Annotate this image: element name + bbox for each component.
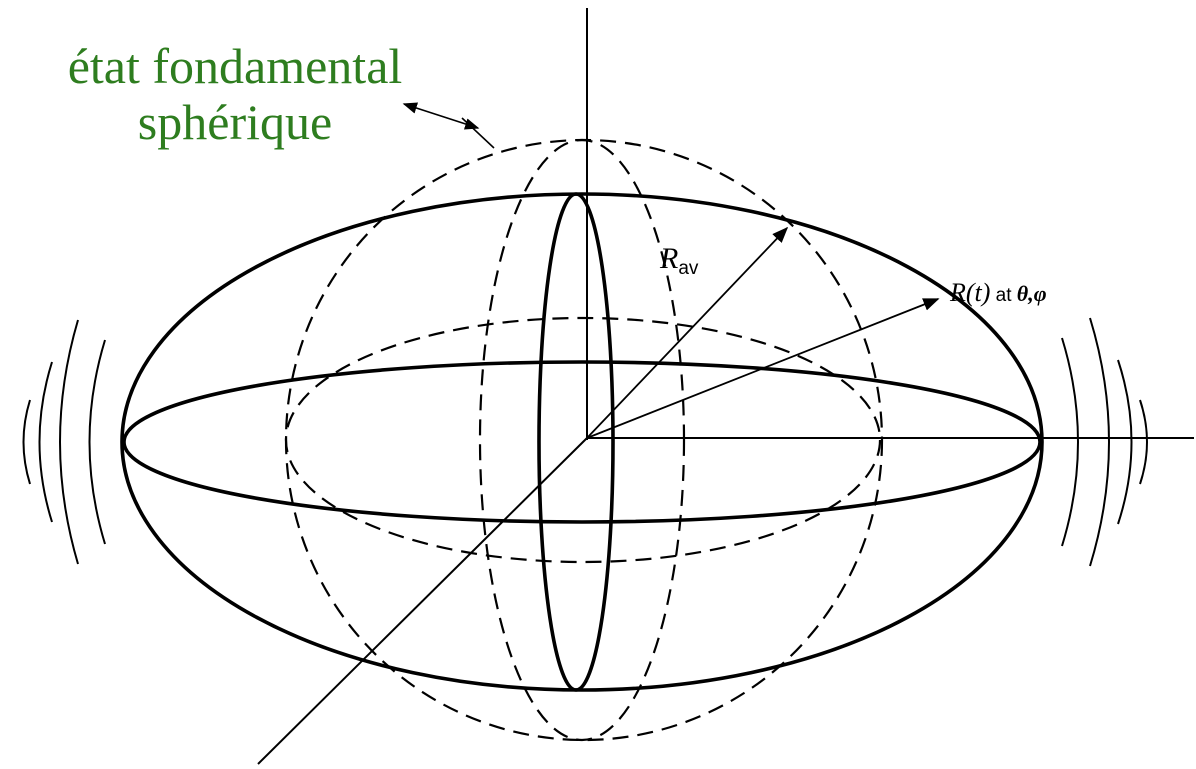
r-av-symbol: R: [660, 242, 679, 275]
annotation-line-2: sphérique: [137, 94, 333, 150]
r-t-angles: θ,φ: [1016, 281, 1047, 306]
right-wave-arc-1: [1061, 337, 1079, 547]
r-t-function: R(t): [950, 278, 991, 307]
sphere-equator: [284, 316, 882, 564]
vibration-waves-left: [22, 319, 106, 565]
left-wave-arc-1: [88, 339, 106, 545]
spheroid-cross-section: [537, 192, 615, 692]
r-av-subscript: av: [678, 258, 699, 279]
r-t-label: R(t) at θ,φ: [950, 280, 1047, 306]
right-wave-arc-2: [1089, 317, 1110, 567]
pointer-leader: [461, 117, 495, 149]
ground-state-annotation: état fondamental sphérique: [0, 38, 470, 150]
r-av-label: Rav: [660, 242, 698, 279]
coordinate-axes: [257, 8, 1194, 765]
r-av-arrow: [586, 226, 789, 439]
annotation-line-1: état fondamental: [67, 38, 403, 94]
sphere-meridian: [478, 138, 686, 742]
pointer-arrow: [402, 102, 480, 130]
left-wave-arc-3: [38, 361, 53, 523]
left-wave-arc-4: [22, 399, 31, 485]
depth-axis: [257, 437, 588, 765]
right-wave-arc-3: [1117, 359, 1133, 525]
spheroid-equator: [122, 360, 1042, 524]
vibration-waves-right: [1061, 317, 1148, 567]
spherical-ground-state: [284, 138, 884, 742]
r-t-arrow: [586, 298, 940, 439]
left-wave-arc-2: [59, 319, 79, 565]
spheroid-outline: [120, 192, 1044, 692]
right-wave-arc-4: [1139, 399, 1148, 485]
r-t-at: at: [995, 285, 1012, 306]
annotation-pointer: [402, 102, 495, 149]
radius-vectors: [586, 226, 940, 439]
deformed-nucleus: [120, 192, 1044, 692]
